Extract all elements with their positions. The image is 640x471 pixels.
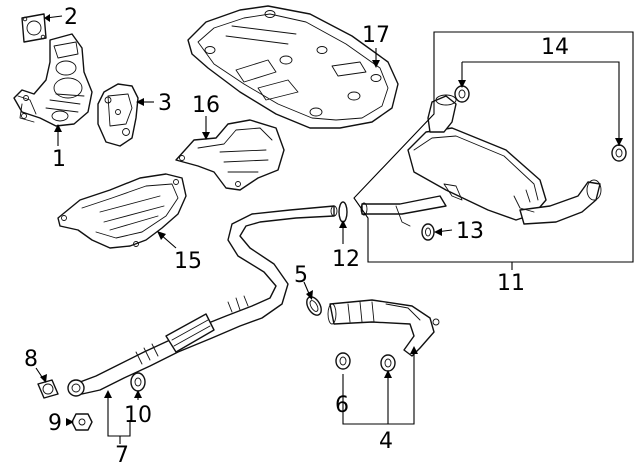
part-15-heat-shield	[57, 173, 187, 249]
callout-1: 1	[52, 147, 66, 172]
callout-8: 8	[24, 347, 38, 372]
callout-13: 13	[456, 219, 484, 244]
part-1-exhaust-manifold	[13, 33, 93, 127]
part-9-nut	[71, 413, 93, 431]
callout-15: 15	[174, 249, 202, 274]
callout-6: 6	[335, 393, 349, 418]
callout-4: 4	[379, 429, 393, 454]
leader-lines	[35, 14, 623, 444]
part-7-front-pipe	[67, 205, 338, 397]
callout-2: 2	[64, 5, 78, 30]
callout-14: 14	[541, 35, 569, 60]
callout-9: 9	[48, 411, 62, 436]
callout-16: 16	[192, 93, 220, 118]
callout-12: 12	[332, 247, 360, 272]
part-3-heat-shield	[97, 83, 139, 147]
part-2-gasket	[21, 13, 47, 43]
part-8-gasket	[37, 379, 59, 399]
part-10-hanger	[130, 372, 146, 392]
part-16-heat-shield	[175, 119, 285, 191]
part-6-hanger-left	[335, 352, 351, 370]
callout-11: 11	[497, 271, 525, 296]
part-4-center-pipe	[327, 299, 440, 357]
assembly-11-frame	[353, 31, 634, 263]
part-11-muffler-assembly	[360, 94, 602, 227]
callout-7: 7	[115, 443, 129, 468]
callout-5: 5	[294, 263, 308, 288]
callout-17: 17	[362, 23, 390, 48]
callout-labels: 1 2 3 4 5 6 7 8 9 10 11 12 13 14 15 16 1…	[24, 5, 569, 468]
part-17-underbody-shield	[187, 5, 399, 129]
part-6-hanger-right	[380, 354, 396, 372]
part-14-hanger-right	[611, 144, 627, 162]
part-13-hanger	[421, 223, 435, 241]
part-12-gasket	[338, 201, 348, 223]
callout-10: 10	[124, 403, 152, 428]
callout-3: 3	[158, 91, 172, 116]
part-5-gasket	[306, 296, 322, 316]
part-14-hanger-left	[454, 85, 470, 103]
